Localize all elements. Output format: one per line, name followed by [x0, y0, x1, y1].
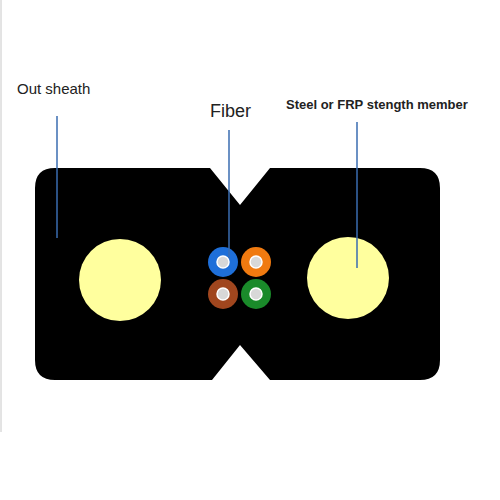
leader-line [228, 130, 230, 258]
part-label: Steel or FRP stength member [286, 97, 468, 112]
strength-member [79, 239, 161, 321]
leader-line [356, 122, 358, 268]
part-label: Fiber [210, 101, 251, 122]
fiber-core [250, 288, 262, 300]
outer-sheath [35, 168, 440, 380]
fiber-core [217, 288, 229, 300]
strength-member [307, 237, 389, 319]
leader-line [56, 116, 58, 238]
fiber-green [241, 279, 271, 309]
frame-line [1, 0, 2, 432]
fiber-orange [241, 247, 271, 277]
fiber-core [217, 256, 229, 268]
fiber-group [208, 247, 271, 309]
part-label: Out sheath [17, 80, 90, 97]
fiber-blue [208, 247, 238, 277]
fiber-brown [208, 279, 238, 309]
fiber-core [250, 256, 262, 268]
